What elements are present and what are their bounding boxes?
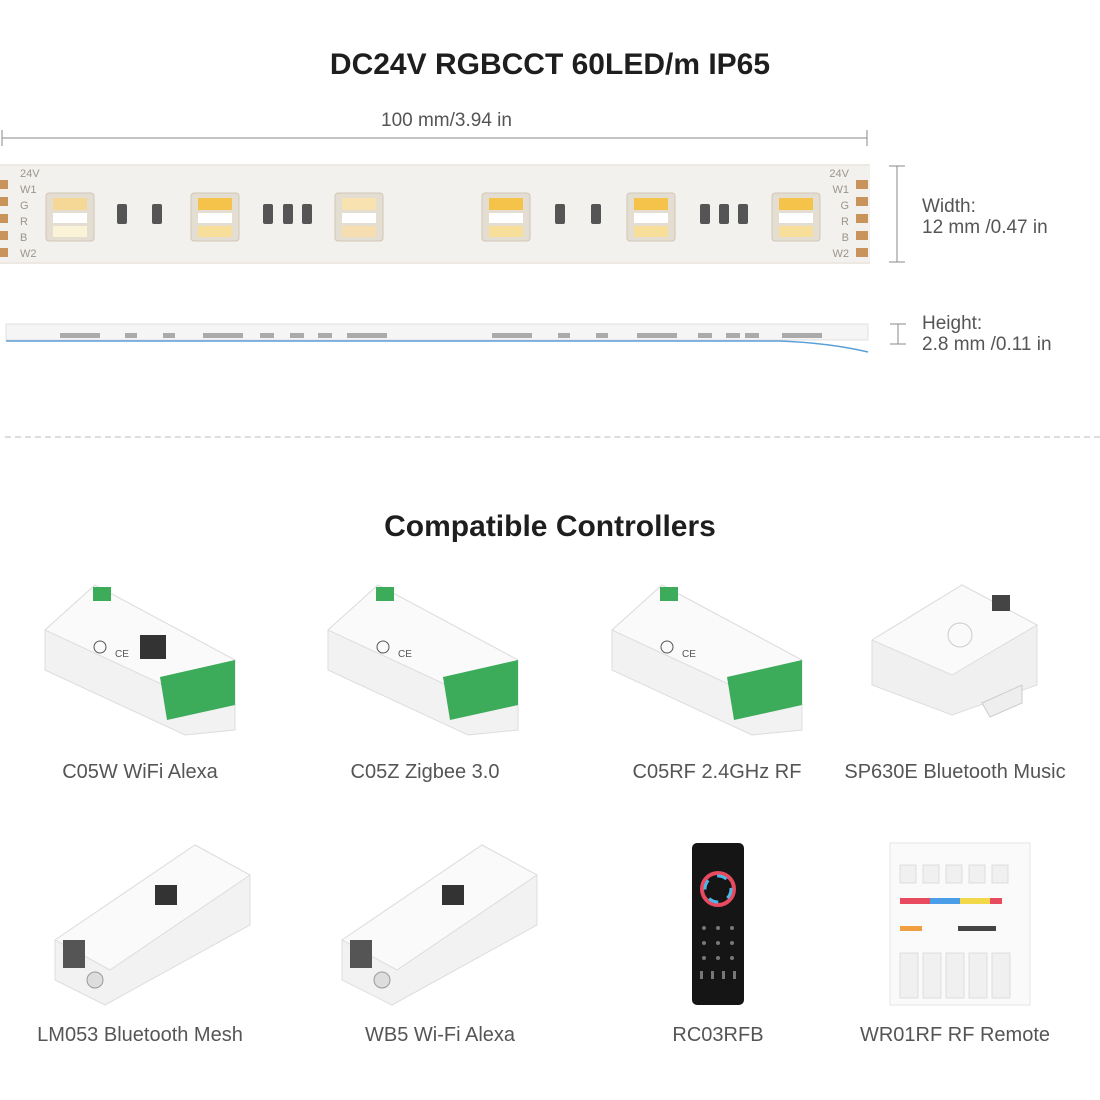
resistor [117, 204, 748, 224]
wifi-alexa-controller-icon [341, 844, 538, 1006]
section-divider [5, 436, 1100, 438]
length-label: 100 mm/3.94 in [381, 110, 512, 131]
controller-caption: C05W WiFi Alexa [62, 761, 218, 783]
led-chip [334, 192, 384, 242]
controller-caption: C05Z Zigbee 3.0 [350, 761, 500, 783]
led-strip-side-view [5, 323, 869, 353]
controller-caption: LM053 Bluetooth Mesh [37, 1024, 243, 1046]
controller-caption: RC03RFB [672, 1024, 764, 1046]
led-chip [626, 192, 676, 242]
led-chip [771, 192, 821, 242]
controller-caption: SP630E Bluetooth Music [844, 761, 1066, 783]
led-chip [45, 192, 95, 242]
width-dimension-line [889, 165, 905, 263]
rf-controller-icon: CE [611, 584, 803, 736]
page-title: DC24V RGBCCT 60LED/m IP65 [329, 48, 771, 81]
led-chip [481, 192, 531, 242]
svg-text:CE: CE [682, 649, 696, 660]
controllers-grid: CE CE CE [44, 584, 1039, 1006]
wall-panel-remote-icon [889, 842, 1031, 1006]
length-dimension-line [1, 130, 868, 146]
controllers-title: Compatible Controllers [384, 510, 716, 543]
controller-caption: C05RF 2.4GHz RF [632, 761, 802, 783]
bluetooth-mesh-controller-icon [54, 844, 251, 1006]
svg-text:CE: CE [398, 649, 412, 660]
remote-control-icon [692, 843, 744, 1005]
controller-caption: WR01RF RF Remote [859, 1024, 1051, 1046]
height-label: Height: 2.8 mm /0.11 in [922, 313, 1052, 355]
width-label: Width: 12 mm /0.47 in [922, 196, 1048, 238]
led-chip [190, 192, 240, 242]
led-strip-top-view [0, 164, 870, 264]
controller-caption: WB5 Wi-Fi Alexa [364, 1024, 516, 1046]
svg-text:CE: CE [115, 649, 129, 660]
height-dimension-line [890, 323, 906, 345]
zigbee-controller-icon: CE [327, 584, 519, 736]
bluetooth-music-controller-icon [870, 584, 1039, 718]
led-strip-diagram [0, 130, 906, 353]
wifi-controller-icon: CE [44, 584, 236, 736]
